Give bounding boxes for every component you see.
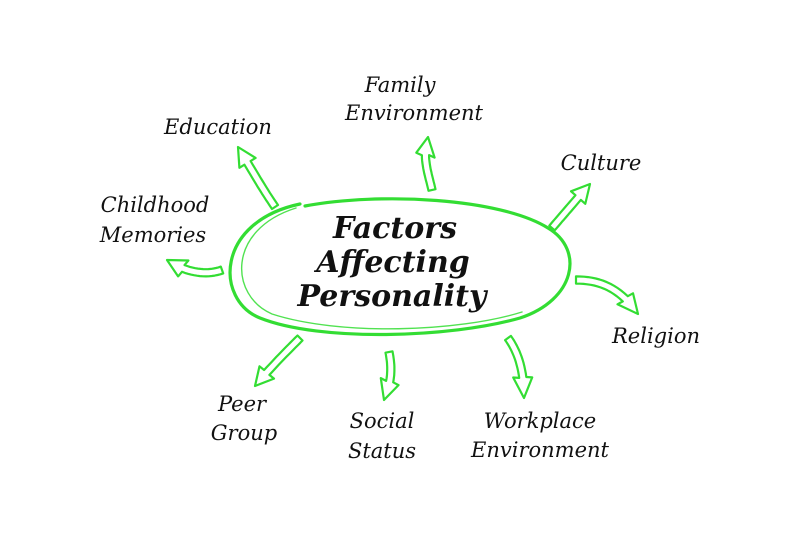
label-social-status-line-2: Status	[348, 439, 416, 463]
center-line-2: Affecting	[313, 245, 470, 280]
center-title: Factors Affecting Personality	[297, 211, 489, 314]
center-ellipse	[228, 197, 572, 337]
label-education: Education	[163, 115, 272, 139]
label-family-environment-line-1: Family	[364, 73, 437, 97]
arrow-to-education	[236, 145, 280, 211]
factor-social-status: Social Status	[348, 409, 416, 463]
label-peer-group-line-1: Peer	[217, 392, 268, 416]
arrow-to-childhood-memories	[165, 258, 225, 278]
label-peer-group-line-2: Group	[211, 421, 277, 445]
arrow-to-culture	[548, 182, 592, 232]
arrow-to-peer-group	[253, 334, 304, 388]
label-family-environment-line-2: Environment	[344, 101, 484, 125]
label-workplace-environment-line-2: Environment	[470, 438, 610, 462]
factor-education: Education	[163, 115, 272, 139]
factor-childhood-memories: Childhood Memories	[99, 193, 210, 247]
arrows-group	[165, 135, 640, 402]
label-workplace-environment-line-1: Workplace	[484, 409, 596, 433]
label-childhood-memories-line-2: Memories	[99, 223, 207, 247]
label-religion: Religion	[611, 324, 700, 348]
label-social-status-line-1: Social	[350, 409, 415, 433]
label-culture: Culture	[561, 151, 642, 175]
factor-religion: Religion	[611, 324, 700, 348]
factor-culture: Culture	[561, 151, 642, 175]
center-line-3: Personality	[297, 279, 489, 314]
factor-family-environment: Family Environment	[344, 73, 484, 125]
factor-peer-group: Peer Group	[211, 392, 277, 445]
arrow-to-workplace-environment	[504, 334, 534, 400]
factor-workplace-environment: Workplace Environment	[470, 409, 610, 462]
arrow-to-family-environment	[415, 135, 437, 192]
center-line-1: Factors	[332, 211, 457, 246]
label-childhood-memories-line-1: Childhood	[101, 193, 210, 217]
arrow-to-social-status	[379, 350, 400, 402]
arrow-to-religion	[574, 275, 640, 316]
